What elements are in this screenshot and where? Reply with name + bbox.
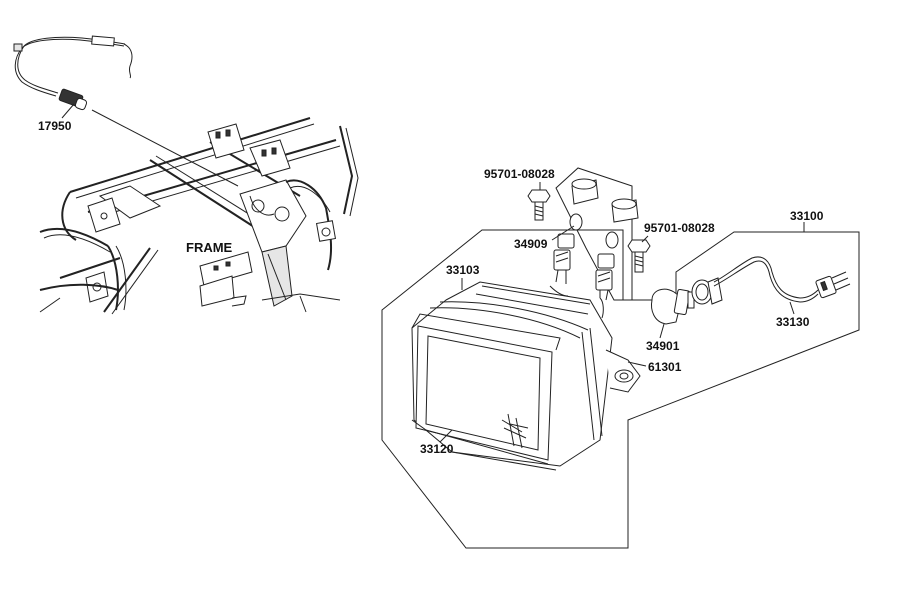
label-34909: 34909 (514, 237, 548, 251)
bolt-right (627, 239, 651, 273)
position-lamp-right (595, 198, 639, 301)
cable-17950 (13, 35, 133, 111)
label-61301: 61301 (648, 360, 682, 374)
headlight-housing (411, 281, 641, 471)
label-frame: FRAME (186, 240, 233, 255)
wire-harness (713, 256, 851, 303)
position-lamp-left (553, 178, 599, 284)
headlight-bulb (651, 288, 695, 325)
label-33130: 33130 (776, 315, 810, 329)
bulb-group-outline (555, 167, 633, 301)
label-17950: 17950 (38, 119, 72, 133)
bulb-socket (691, 277, 723, 305)
assembly-outline (381, 229, 860, 549)
label-33103: 33103 (446, 263, 480, 277)
label-34901: 34901 (646, 339, 680, 353)
label-95701-right: 95701-08028 (644, 221, 715, 235)
bolt-left (527, 189, 551, 221)
label-33120: 33120 (420, 442, 454, 456)
label-33100: 33100 (790, 209, 824, 223)
frame-drawing (39, 117, 359, 315)
label-95701-left: 95701-08028 (484, 167, 555, 181)
cable-adjuster (58, 88, 88, 111)
